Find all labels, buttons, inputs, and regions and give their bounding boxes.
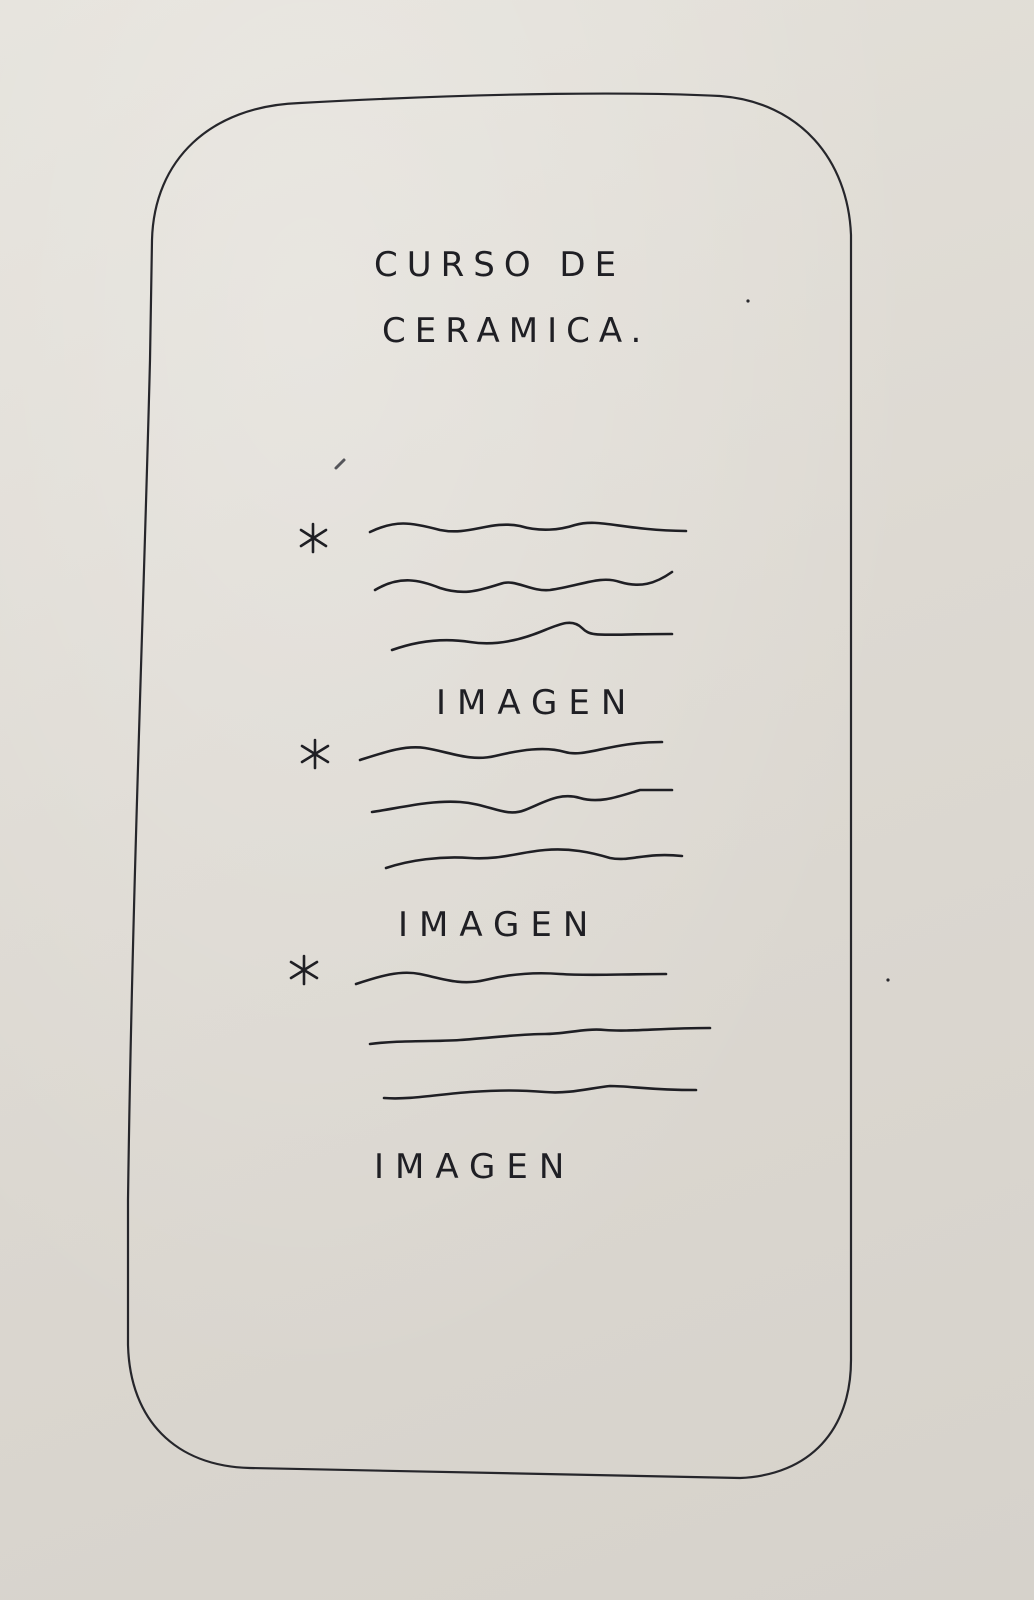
- pencil-dot: [886, 978, 890, 982]
- phone-frame: [126, 92, 853, 1480]
- asterisk-icon: [289, 954, 319, 986]
- placeholder-text-line: [382, 1084, 698, 1100]
- placeholder-text-line: [373, 570, 674, 594]
- image-placeholder-3: IMAGEN: [374, 1147, 576, 1187]
- placeholder-text-line: [368, 521, 688, 534]
- placeholder-text-line: [384, 848, 684, 870]
- item-3: [289, 954, 712, 1100]
- asterisk-icon: [300, 738, 330, 770]
- placeholder-text-line: [354, 971, 668, 986]
- placeholder-text-line: [368, 1026, 712, 1046]
- image-placeholder-1: IMAGEN: [436, 683, 638, 723]
- page-title-line-1: CURSO DE: [374, 245, 626, 285]
- page-title-line-2: CERAMICA.: [382, 311, 651, 351]
- item-2: [300, 738, 684, 870]
- image-placeholder-2: IMAGEN: [398, 905, 600, 945]
- placeholder-text-line: [370, 788, 674, 814]
- placeholder-text-line: [390, 621, 674, 652]
- item-1: [299, 521, 688, 652]
- placeholder-text-line: [358, 740, 664, 762]
- pencil-mark: [334, 458, 346, 470]
- asterisk-icon: [299, 522, 328, 554]
- pencil-dot: [746, 299, 750, 303]
